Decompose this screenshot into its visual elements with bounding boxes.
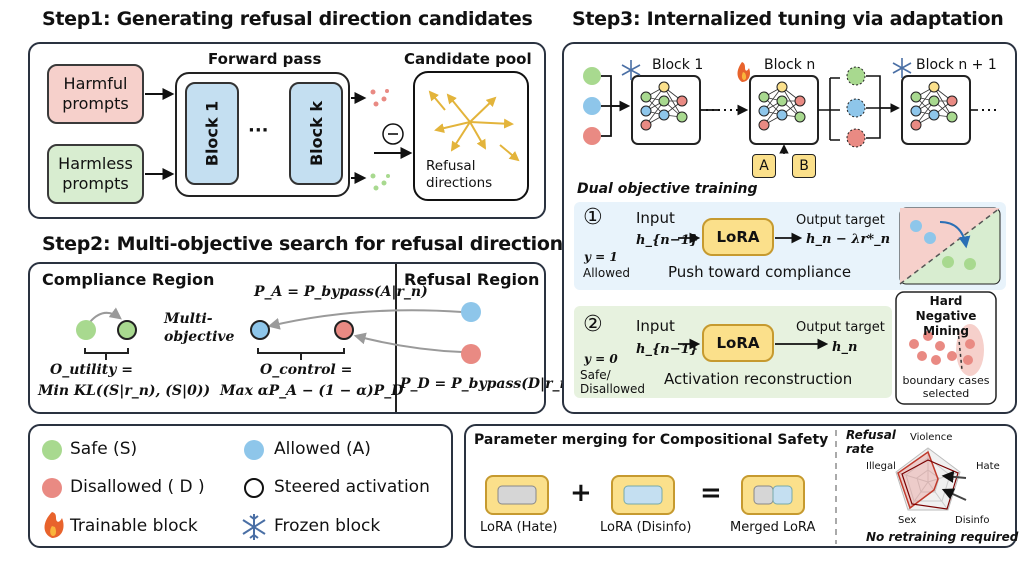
dual-objective-label: Dual objective training	[577, 181, 758, 197]
lora-b-box: B	[792, 154, 816, 178]
snowflake-icon	[621, 60, 641, 80]
row2-lora-label: LoRA	[716, 334, 760, 352]
row1-number: ①	[583, 205, 603, 230]
safe-legend-circle	[42, 440, 62, 460]
radar-axis-sex: Sex	[898, 515, 917, 526]
compliance-region-label: Compliance Region	[42, 270, 215, 289]
o-control-label: O_control =	[260, 362, 353, 378]
trainable-legend-label: Trainable block	[70, 516, 198, 536]
allowed-legend-label: Allowed (A)	[274, 439, 371, 459]
step3-title: Step3: Internalized tuning via adaptatio…	[572, 8, 1004, 30]
row2-description: Activation reconstruction	[664, 370, 853, 388]
row1-y: y = 1	[584, 250, 618, 264]
o-control-equation: Max αP_A − (1 − α)P_D	[220, 383, 404, 399]
refusal-rate-label: Refusal rate	[846, 428, 896, 456]
blockn-label: Block n	[764, 57, 816, 73]
lora-a-label: A	[759, 158, 769, 174]
row2-number: ②	[583, 312, 603, 337]
harmless-prompts-label: Harmless prompts	[58, 154, 133, 193]
lora-a-box: A	[752, 154, 776, 178]
merge-equals: =	[700, 478, 722, 508]
row1-input-h: h_{n−1}	[636, 233, 699, 248]
safe-legend-label: Safe (S)	[70, 439, 138, 459]
lora-b-label: B	[799, 158, 809, 174]
block1-label: Block 1	[652, 57, 704, 73]
disallowed-legend-label: Disallowed ( D )	[70, 477, 205, 497]
flame-icon	[44, 512, 64, 538]
candidate-pool-label: Candidate pool	[404, 50, 532, 68]
forward-pass-container	[175, 72, 350, 197]
radar-axis-disinfo: Disinfo	[955, 515, 990, 526]
row1-lora-label: LoRA	[716, 228, 760, 246]
frozen-legend-label: Frozen block	[274, 516, 381, 536]
disallowed-steered-circle	[334, 320, 354, 340]
row1-description: Push toward compliance	[668, 263, 852, 281]
row2-lora-box: LoRA	[702, 324, 774, 362]
step2-title: Step2: Multi-objective search for refusa…	[42, 233, 574, 255]
boundary-cases-label: boundary cases selected	[902, 374, 990, 400]
refusal-region-label: Refusal Region	[404, 270, 540, 289]
merged-lora-label: Merged LoRA	[730, 520, 816, 535]
row1-input-label: Input	[636, 209, 675, 227]
allowed-steered-circle	[250, 320, 270, 340]
row1-lora-box: LoRA	[702, 218, 774, 256]
step2-panel	[28, 262, 546, 414]
disallowed-legend-circle	[42, 478, 62, 498]
allowed-legend-circle	[244, 440, 264, 460]
harmful-prompts-box: Harmful prompts	[47, 64, 144, 124]
safe-circle-2	[117, 320, 137, 340]
row2-input-h: h_{n−1}	[636, 342, 699, 357]
radar-axis-illegal: Illegal	[866, 461, 896, 472]
row1-y-label: Allowed	[583, 266, 631, 280]
refusal-directions-label: Refusal directions	[426, 158, 493, 191]
row1-output-target-label: Output target	[796, 213, 885, 228]
harmful-prompts-label: Harmful prompts	[62, 74, 129, 113]
merge-title: Parameter merging for Compositional Safe…	[474, 432, 829, 448]
multi-objective-label: Multi-objective	[164, 311, 235, 345]
snowflake-icon	[242, 514, 266, 540]
row2-y-label: Safe/ Disallowed	[580, 368, 646, 396]
lora-hate-label: LoRA (Hate)	[480, 520, 558, 535]
o-utility-label: O_utility =	[50, 362, 134, 378]
hard-negative-label: Hard Negative Mining	[915, 294, 977, 338]
disallowed-circle	[461, 344, 481, 364]
radar-axis-hate: Hate	[976, 461, 1000, 472]
legend-panel	[28, 424, 453, 548]
row2-output: h_n	[832, 340, 858, 355]
step1-title: Step1: Generating refusal direction cand…	[42, 8, 533, 30]
row2-input-label: Input	[636, 317, 675, 335]
pd-equation: P_D = P_bypass(D|r_n)	[400, 376, 577, 392]
no-retraining-label: No retraining required	[866, 530, 1019, 544]
blockn1-label: Block n + 1	[916, 57, 997, 73]
steered-legend-label: Steered activation	[274, 477, 430, 497]
harmless-prompts-box: Harmless prompts	[47, 144, 144, 204]
lora-disinfo-label: LoRA (Disinfo)	[600, 520, 692, 535]
safe-circle-1	[76, 320, 96, 340]
row2-output-target-label: Output target	[796, 320, 885, 335]
row1-output: h_n − λr*_n	[806, 232, 891, 247]
o-utility-equation: Min KL((S|r_n), (S|0))	[38, 383, 211, 399]
row2-y: y = 0	[584, 352, 618, 366]
block-1-box: Block 1	[185, 82, 239, 185]
pa-equation: P_A = P_bypass(A|r_n)	[254, 284, 428, 300]
block-k-box: Block k	[289, 82, 343, 185]
radar-axis-violence: Violence	[910, 432, 953, 443]
block-dots: ···	[248, 120, 269, 141]
steered-legend-circle	[244, 478, 264, 498]
merge-plus: +	[570, 478, 592, 508]
allowed-circle	[461, 302, 481, 322]
forward-pass-label: Forward pass	[208, 50, 322, 68]
